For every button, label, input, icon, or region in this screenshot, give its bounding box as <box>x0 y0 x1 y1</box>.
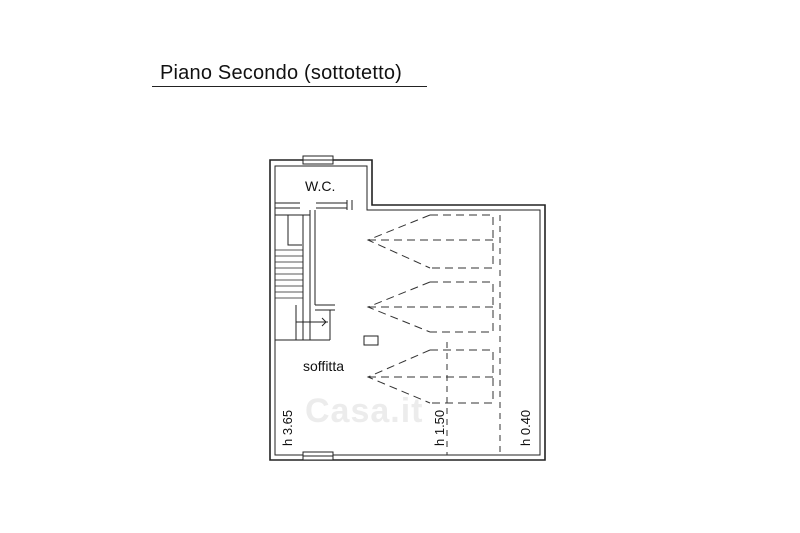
outer-walls <box>269 159 546 461</box>
staircase <box>274 210 335 341</box>
roof-chevron <box>366 214 494 269</box>
room-label-soffitta: soffitta <box>303 358 344 374</box>
title-underline <box>152 86 427 87</box>
roof-chevron <box>366 349 494 404</box>
height-lines <box>446 215 501 455</box>
window-bottom <box>302 451 334 461</box>
height-label-middle: h 1.50 <box>432 409 447 446</box>
roof-chevron <box>366 281 494 333</box>
roof-slope-lines <box>366 214 494 404</box>
watermark-text: Casa.it <box>305 392 424 430</box>
page-title: Piano Secondo (sottotetto) <box>160 62 403 84</box>
height-label-right: h 0.40 <box>518 409 533 446</box>
chimney-fixture <box>363 335 379 346</box>
stair-treads <box>275 249 303 299</box>
height-label-left: h 3.65 <box>280 409 295 446</box>
wc-walls <box>275 200 353 210</box>
window-top <box>302 155 334 165</box>
room-label-wc: W.C. <box>305 178 336 194</box>
